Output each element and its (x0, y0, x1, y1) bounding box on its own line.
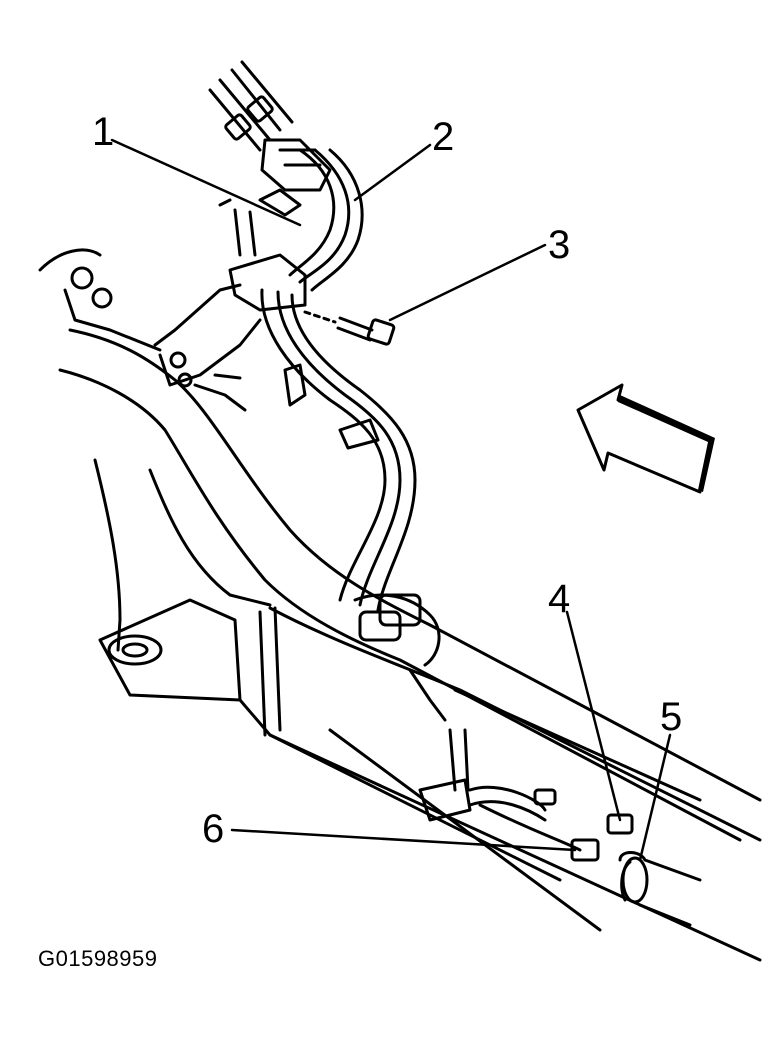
upper-mount-bracket (38, 248, 262, 412)
direction-arrow-icon (576, 383, 715, 494)
figure-code: G01598959 (38, 946, 158, 971)
callout-2: 2 (432, 115, 454, 159)
fuel-line-bundle (228, 148, 702, 927)
top-connector-assembly (208, 60, 332, 257)
callout-3: 3 (548, 223, 570, 267)
callout-6: 6 (202, 807, 224, 851)
callout-5: 5 (660, 695, 682, 739)
callout-1: 1 (92, 110, 114, 154)
callout-4: 4 (548, 577, 570, 621)
callout-leaders (110, 138, 672, 862)
bolt-item-3 (303, 310, 396, 346)
